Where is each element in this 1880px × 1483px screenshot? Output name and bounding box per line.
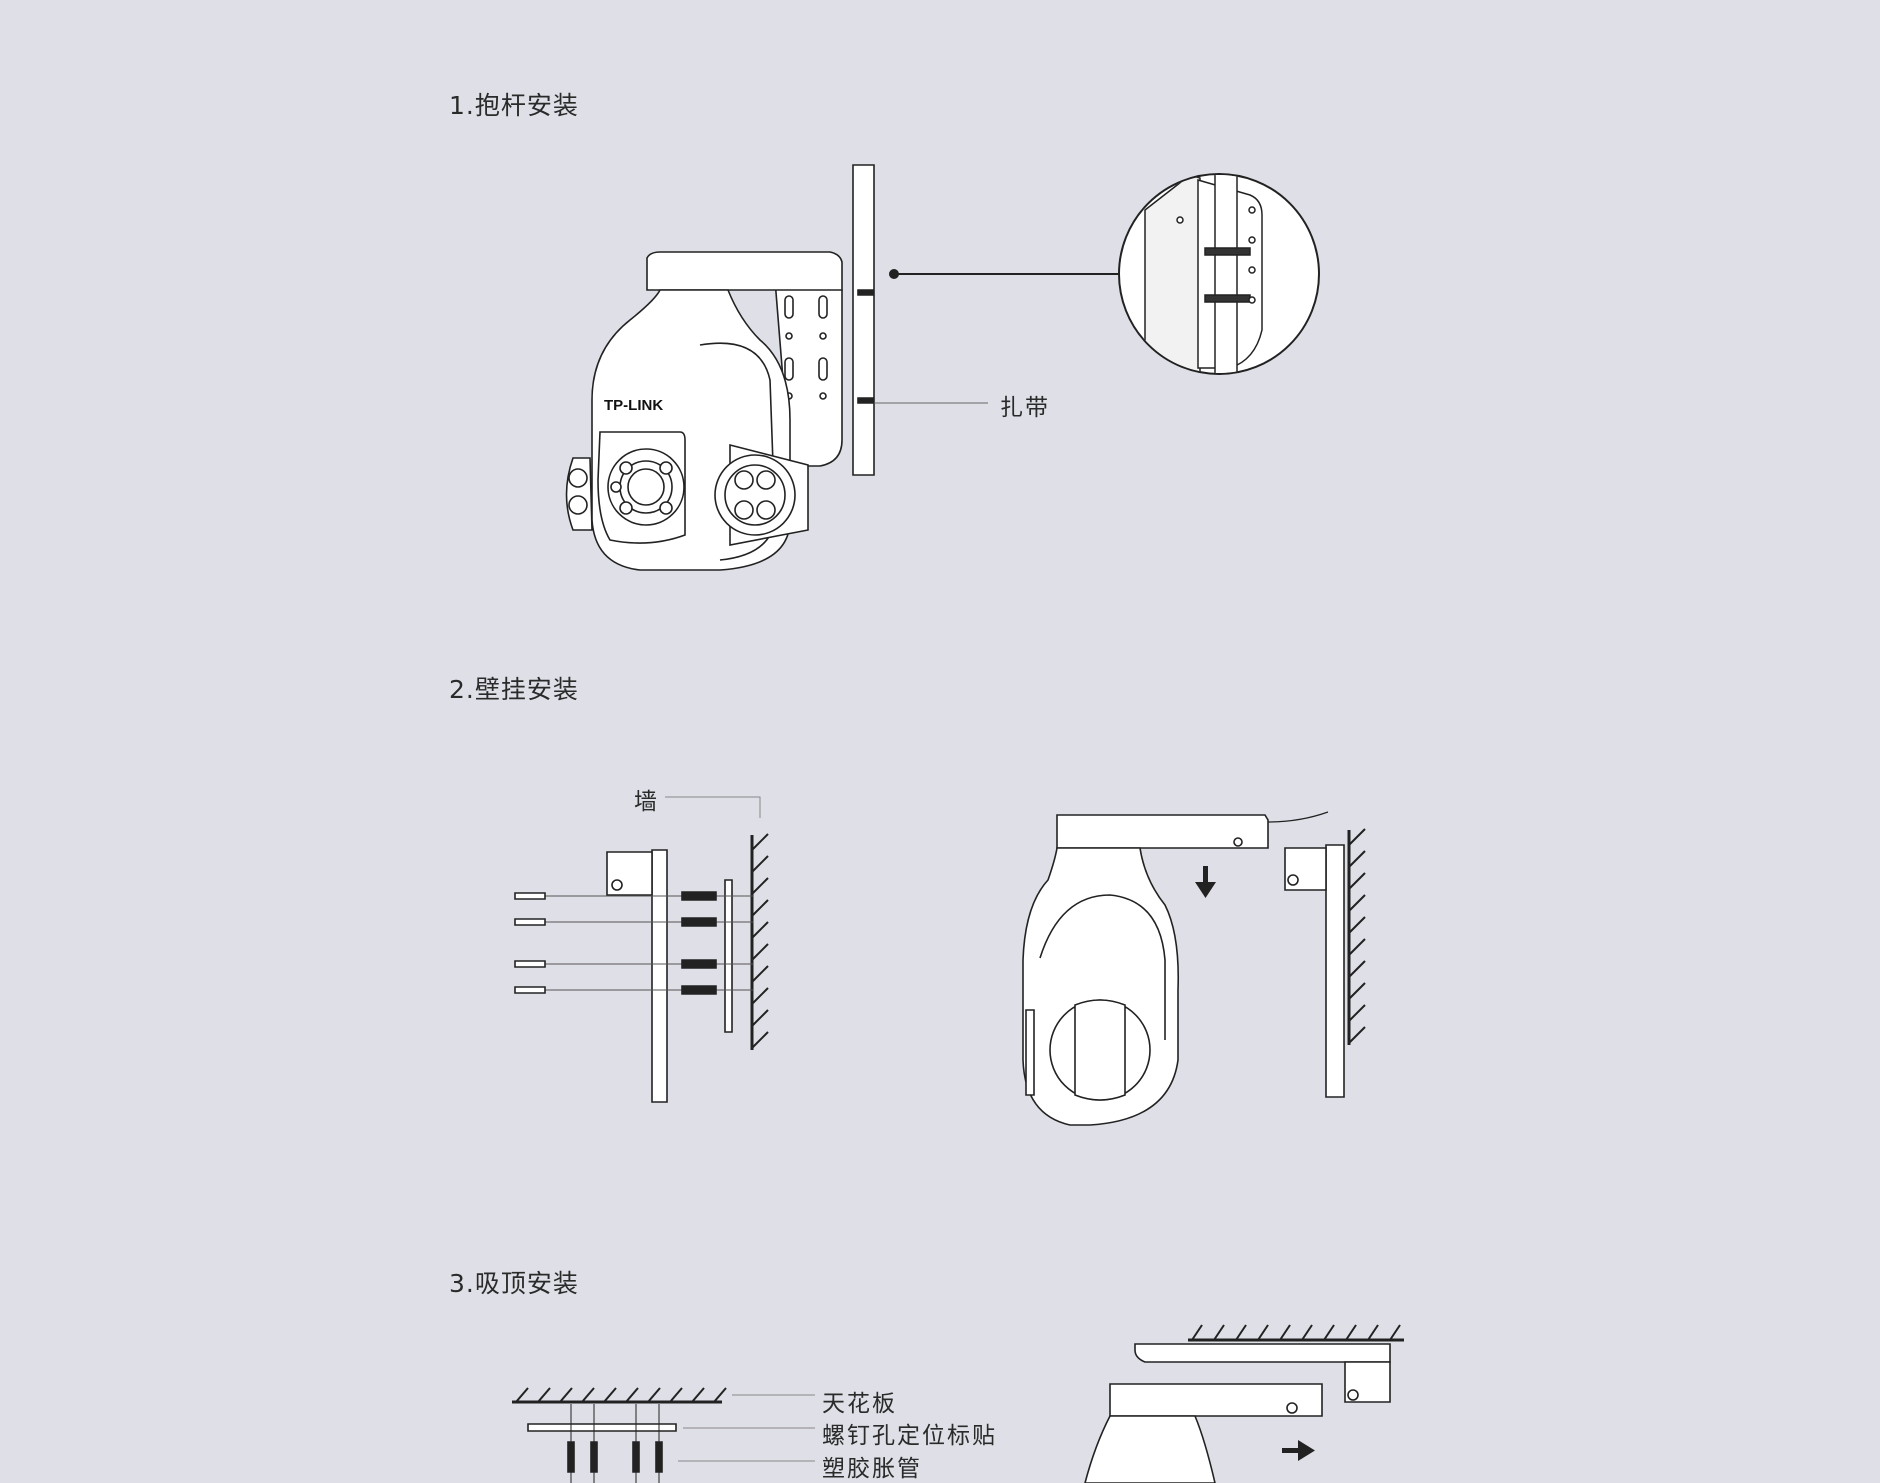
anchor-label: 塑胶胀管 [822, 1456, 922, 1482]
section-title-ceiling: 3.吸顶安装 [449, 1269, 579, 1298]
brand-logo: TP-LINK [604, 397, 663, 414]
detail-callout-circle [1119, 170, 1319, 380]
strap-label: 扎带 [1000, 395, 1050, 421]
strap-bottom [858, 398, 873, 403]
bracket-plate [775, 280, 842, 466]
section-title-wall: 2.壁挂安装 [449, 675, 579, 704]
strap-top [858, 290, 873, 295]
ceiling-label: 天花板 [822, 1391, 897, 1417]
pole [853, 165, 874, 475]
camera-arm [647, 252, 842, 290]
sticker-label: 螺钉孔定位标贴 [822, 1423, 997, 1449]
section-title-pole: 1.抱杆安装 [449, 91, 579, 120]
wall-label: 墙 [634, 789, 659, 815]
